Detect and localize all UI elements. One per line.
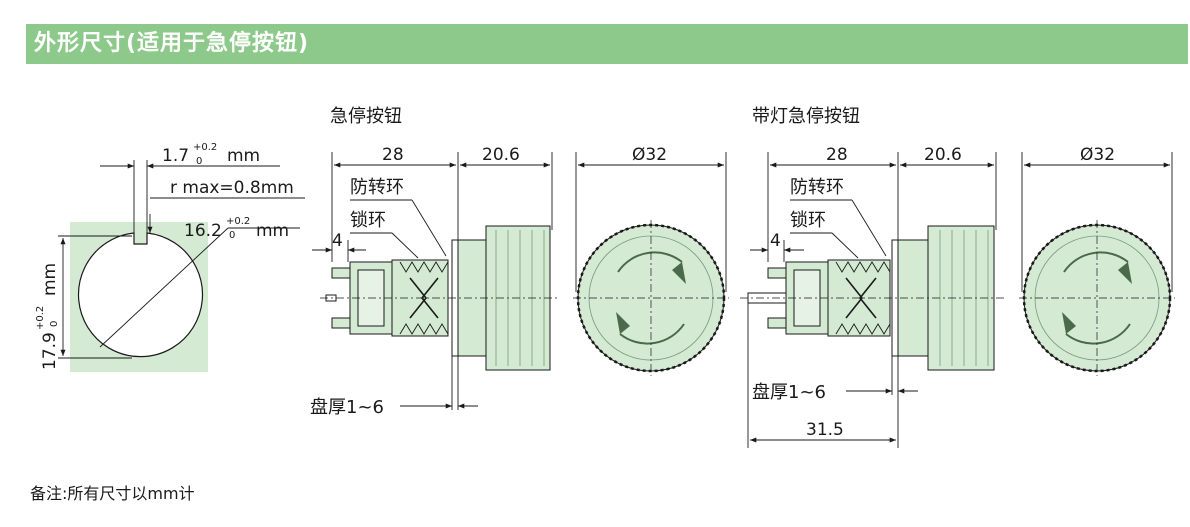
view2-body-length: 28 (826, 145, 848, 165)
cutout-width-tol-upper: +0.2 (193, 142, 217, 153)
cutout-height-tol-upper: +0.2 (35, 306, 46, 330)
panel-cutout: 1.7 +0.2 0 mm r max=0.8mm 16.2 +0.2 0 mm… (35, 142, 305, 372)
cutout-radius-label: r max=0.8mm (170, 178, 294, 198)
view1-body-length: 28 (382, 145, 404, 165)
footnote: 备注:所有尺寸以mm计 (30, 484, 195, 503)
view2-diameter: Ø32 (1080, 145, 1115, 165)
view1-terminal-offset: 4 (332, 231, 343, 251)
view2-head-length: 20.6 (924, 145, 962, 165)
cutout-height-tol-lower: 0 (49, 321, 60, 327)
cutout-width-unit: mm (227, 146, 260, 166)
view1-title: 急停按钮 (330, 106, 402, 127)
view2-panel-thickness: 盘厚1~6 (752, 382, 826, 403)
cutout-chord-value: 16.2 (184, 221, 222, 241)
view2-front (1019, 220, 1175, 376)
view-illuminated-emergency-stop: 带灯急停按钮 28 20.6 Ø32 防转环 锁环 4 (740, 106, 1175, 448)
cutout-chord-tol-lower: 0 (229, 230, 235, 241)
view1-anti-rotation-label: 防转环 (350, 177, 404, 198)
cutout-height-value: 17.9 (40, 332, 60, 370)
view2-title: 带灯急停按钮 (752, 106, 860, 127)
cutout-width-tol-lower: 0 (196, 156, 202, 167)
view1-head-length: 20.6 (482, 145, 520, 165)
cutout-chord-unit: mm (256, 221, 289, 241)
view-emergency-stop: 急停按钮 28 20.6 Ø32 防转环 锁环 4 (310, 106, 729, 418)
view1-panel-thickness: 盘厚1~6 (310, 397, 384, 418)
view2-terminal-offset: 4 (770, 231, 781, 251)
section-header: 外形尺寸(适用于急停按钮) (26, 24, 1188, 64)
view1-front (573, 220, 729, 376)
cutout-height-unit: mm (40, 263, 60, 296)
cutout-width-value: 1.7 (162, 146, 189, 166)
cutout-chord-tol-upper: +0.2 (226, 216, 250, 227)
view2-overall-length: 31.5 (806, 420, 844, 440)
view2-lock-ring-label: 锁环 (790, 210, 826, 231)
view2-anti-rotation-label: 防转环 (790, 177, 844, 198)
cutout-hole (77, 232, 204, 358)
view1-lock-ring-label: 锁环 (350, 210, 386, 231)
section-title: 外形尺寸(适用于急停按钮) (34, 31, 310, 56)
view1-diameter: Ø32 (632, 145, 667, 165)
